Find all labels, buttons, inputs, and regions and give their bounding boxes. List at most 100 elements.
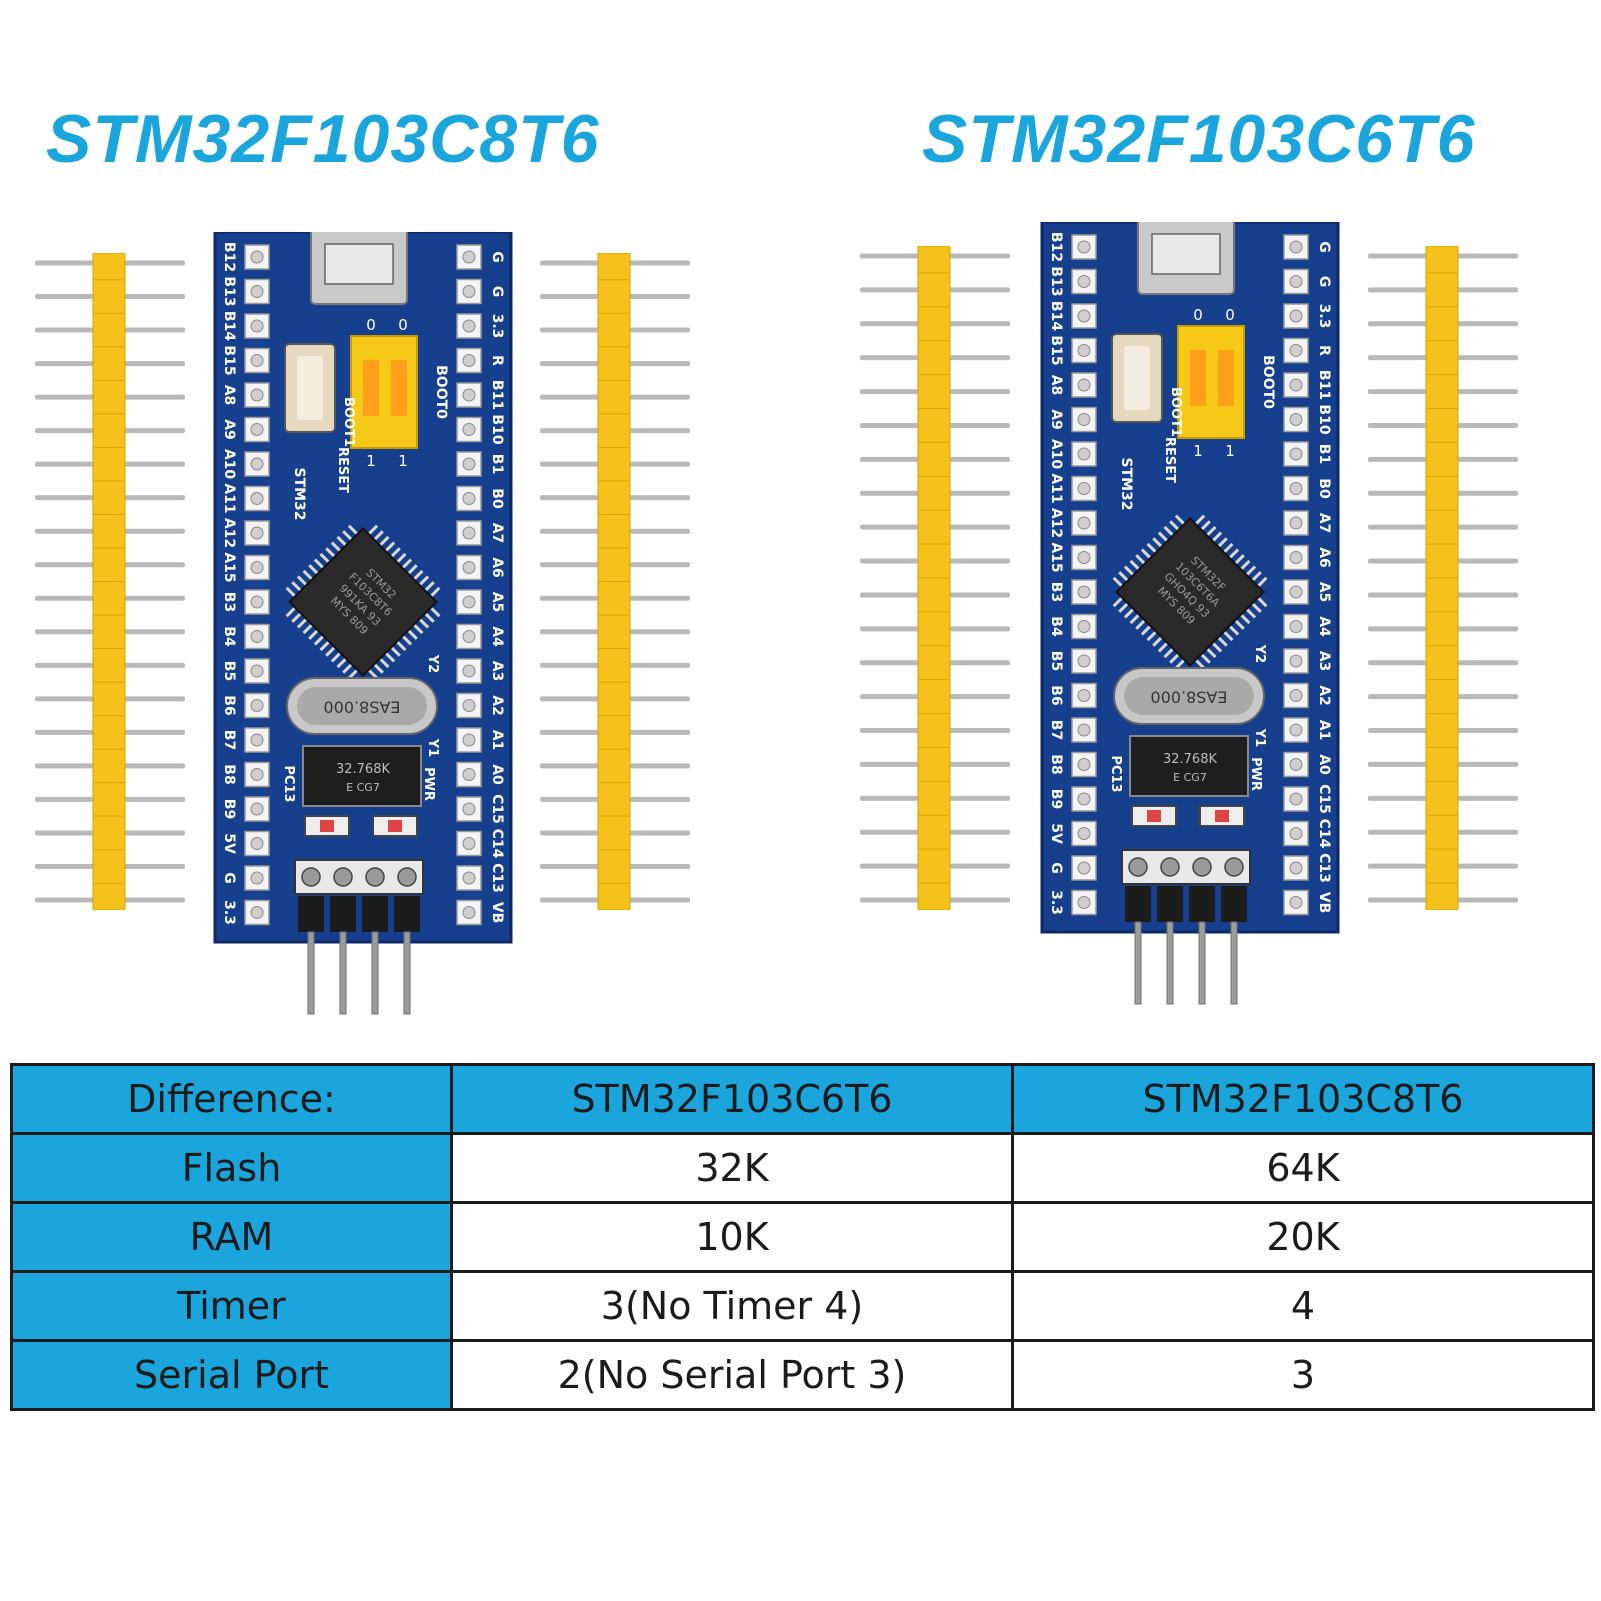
swd-pin [1134, 921, 1142, 1005]
pin-label-left: A11 [221, 483, 237, 513]
cell-timer-c8: 4 [1011, 1270, 1595, 1342]
pin-label-right: A0 [1316, 754, 1332, 775]
cell-serial-c6: 2(No Serial Port 3) [450, 1339, 1014, 1411]
pin-label-left: 5V [221, 833, 237, 854]
pin-label-left: B5 [221, 661, 237, 681]
pin-label-left: 5V [1048, 823, 1064, 844]
pin-label-left: A12 [221, 518, 237, 548]
cell-ram-c8: 20K [1011, 1201, 1595, 1273]
swd-pin [1166, 921, 1174, 1005]
rtc-crystal-marking: 32.768K [336, 762, 390, 777]
pin-pad [1071, 786, 1097, 812]
swd-pin [307, 931, 315, 1015]
pin-label-left: 3.3 [221, 900, 237, 925]
pin-header-strip [540, 253, 690, 910]
pin-label-left: B7 [221, 730, 237, 750]
pin-label-right: C13 [1316, 853, 1332, 883]
pin-label-right: A3 [1316, 651, 1332, 672]
cell-timer-c6: 3(No Timer 4) [450, 1270, 1014, 1342]
pin-label-left: B3 [1048, 582, 1064, 602]
pin-label-left: A12 [1048, 508, 1064, 538]
rtc-crystal [1129, 735, 1249, 797]
pin-label-left: B15 [221, 345, 237, 375]
pin-label-right: G [1316, 276, 1332, 288]
pin-label-right: A7 [489, 523, 505, 544]
pin-label-left: A9 [1048, 409, 1064, 430]
comparison-table: Difference: STM32F103C6T6 STM32F103C8T6 … [10, 1063, 1595, 1411]
pin-label-left: B15 [1048, 335, 1064, 365]
pin-label-right: R [489, 355, 505, 366]
pin-label-right: B0 [489, 488, 505, 509]
jumper-label-1: 1 [366, 452, 376, 470]
pin-label-right: B11 [489, 380, 505, 410]
pin-pad [456, 899, 482, 926]
pin-header-strip [860, 246, 1010, 910]
pin-label-left: G [221, 872, 237, 884]
pin-label-right: B10 [489, 414, 505, 444]
jumper-label-0: 0 [1225, 306, 1235, 324]
pin-label-left: G [1048, 862, 1064, 874]
pin-label-left: A15 [1048, 542, 1064, 572]
crystal-marking: EAS8.000 [1150, 688, 1227, 707]
pin-header-strip [1368, 246, 1518, 910]
pin-label-left: B13 [221, 276, 237, 306]
pin-label-right: A1 [489, 730, 505, 751]
cell-serial-c8: 3 [1011, 1339, 1595, 1411]
pin-label-right: B0 [1316, 478, 1332, 499]
pin-label-right: VB [1316, 892, 1332, 914]
pin-label-left: 3.3 [1048, 890, 1064, 915]
boot0-label: BOOT0 [1260, 355, 1276, 409]
pin-label-left: B6 [1048, 685, 1064, 705]
y1-label: Y1 [425, 738, 440, 757]
reset-label: RESET [1162, 437, 1177, 483]
pin-label-right: VB [489, 902, 505, 924]
pin-pad [1071, 268, 1097, 295]
y1-label: Y1 [1252, 728, 1267, 747]
pin-label-left: B12 [221, 242, 237, 272]
table-row-serial-port: Serial Port 2(No Serial Port 3) 3 [10, 1339, 1595, 1411]
pin-pad [1283, 406, 1309, 433]
rtc-crystal-marking: 32.768K [1163, 752, 1217, 767]
pin-label-right: A2 [489, 695, 505, 716]
boot1-label: BOOT1 [1168, 387, 1183, 437]
pin-label-left: B8 [221, 764, 237, 784]
pin-label-left: B9 [221, 799, 237, 819]
pin-pad [244, 485, 270, 512]
pin-label-left: A10 [1048, 439, 1064, 470]
pin-label-left: B14 [1048, 301, 1064, 331]
pin-label-right: A6 [489, 557, 505, 578]
swd-pin [371, 931, 379, 1015]
boot-jumpers [350, 335, 418, 449]
pin-label-right: A6 [1316, 547, 1332, 568]
rtc-crystal-marking: E CG7 [346, 781, 380, 794]
boot0-label: BOOT0 [433, 365, 449, 419]
swd-pin [403, 931, 411, 1015]
row-label-serial-port: Serial Port [10, 1339, 453, 1411]
pin-label-left: A10 [221, 449, 237, 480]
pin-label-right: R [1316, 345, 1332, 356]
table-row-flash: Flash 32K 64K [10, 1132, 1595, 1204]
y2-label: Y2 [1252, 644, 1267, 663]
pin-label-left: A9 [221, 419, 237, 440]
row-label-flash: Flash [10, 1132, 453, 1204]
title-stm32f103c8t6: STM32F103C8T6 [46, 101, 600, 177]
pin-label-right: C14 [489, 829, 505, 859]
pin-label-right: B1 [1316, 444, 1332, 464]
pin-label-left: B14 [221, 311, 237, 341]
pin-pad [456, 451, 482, 477]
pin-label-right: C15 [1316, 784, 1332, 814]
pin-pad [456, 865, 482, 891]
pin-label-left: A8 [1048, 375, 1064, 396]
pin-label-left: B7 [1048, 720, 1064, 740]
pin-label-left: B3 [221, 592, 237, 612]
pin-label-right: A1 [1316, 720, 1332, 741]
pin-label-left: B5 [1048, 651, 1064, 671]
pin-label-left: B4 [221, 626, 237, 647]
table-row-ram: RAM 10K 20K [10, 1201, 1595, 1273]
pin-label-right: C13 [489, 863, 505, 893]
pin-label-right: 3.3 [1316, 304, 1332, 329]
pin-label-right: G [489, 286, 505, 298]
title-stm32f103c6t6: STM32F103C6T6 [922, 101, 1476, 177]
jumper-label-1: 1 [1193, 442, 1203, 460]
